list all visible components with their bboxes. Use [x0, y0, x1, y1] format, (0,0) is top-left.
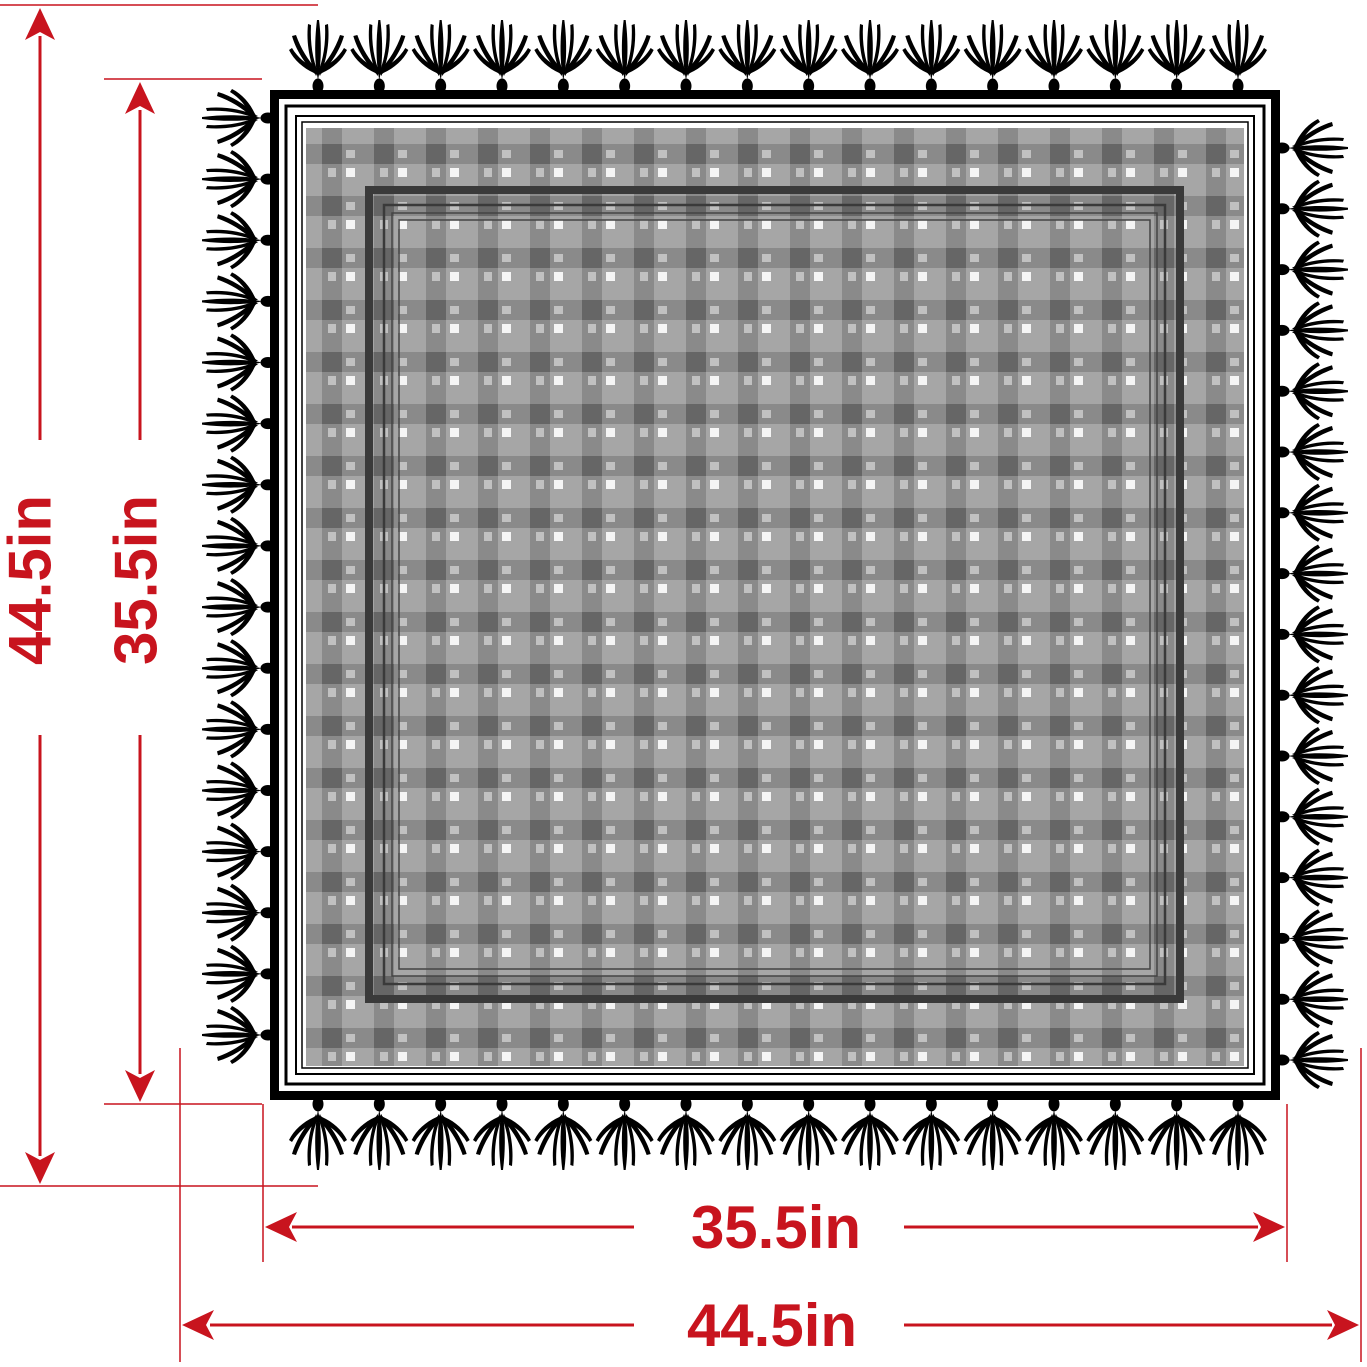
tassel-icon [1274, 544, 1348, 603]
tassel-icon [1274, 423, 1348, 481]
tassel-icon [534, 1096, 593, 1170]
tassel-icon [1274, 179, 1348, 238]
tassel-icon [1274, 787, 1348, 846]
inner-width-label: 35.5in [691, 1194, 861, 1261]
tassel-icon [202, 394, 276, 453]
gingham-check-fabric [306, 128, 1244, 1066]
tassel-icon [902, 20, 961, 94]
tassel-icon [202, 516, 276, 575]
arrowhead-icon [182, 1310, 214, 1340]
arrowhead-icon [25, 1152, 55, 1184]
tassel-icon [534, 20, 593, 94]
tassel-icon [1086, 1096, 1145, 1170]
tassel-icon [1274, 119, 1348, 177]
tassel-icon [202, 150, 276, 209]
tassel-icon [779, 1096, 838, 1170]
tassel-icon [202, 211, 276, 270]
tassel-icon [350, 1096, 409, 1170]
inner-frame [365, 186, 1184, 1003]
tassel-icon [1274, 970, 1348, 1029]
tassel-icon [202, 822, 276, 881]
tassel-icon [779, 20, 838, 94]
tassel-icon [657, 1096, 715, 1170]
tassel-icon [473, 20, 531, 94]
tassel-icon [350, 20, 409, 94]
tassel-icon [1209, 1096, 1267, 1170]
tassel-icon [1086, 20, 1145, 94]
arrowhead-icon [125, 1070, 155, 1102]
tassel-icon [289, 1096, 347, 1170]
tassel-icon [1025, 20, 1083, 94]
tassel-icon [289, 20, 347, 94]
tassel-icon [1209, 20, 1267, 94]
tassel-icon [963, 20, 1022, 94]
tassel-icon [1274, 727, 1348, 785]
tassel-icon [1274, 605, 1348, 664]
tassel-icon [841, 20, 899, 94]
tassel-icon [473, 1096, 531, 1170]
tassel-icon [1274, 301, 1348, 360]
tablecloth [270, 90, 1280, 1100]
tassel-icon [202, 455, 276, 514]
inner-width-dimension [265, 1212, 1285, 1242]
tassel-icon [202, 578, 276, 637]
outer-width-label: 44.5in [687, 1292, 857, 1359]
tassel-icon [1274, 909, 1348, 968]
tassel-icon [718, 1096, 777, 1170]
tassel-icon [1147, 1096, 1206, 1170]
tassel-icon [1147, 20, 1206, 94]
outer-width-dimension [182, 1310, 1359, 1340]
tassel-icon [411, 20, 470, 94]
tassel-icon [1274, 848, 1348, 907]
tassel-icon [657, 20, 715, 94]
arrowhead-icon [265, 1212, 297, 1242]
dimension-lines [0, 4, 1362, 1362]
tassel-icon [1274, 483, 1348, 542]
tassel-icon [1025, 1096, 1083, 1170]
inner-height-label: 35.5in [103, 495, 170, 665]
tassel-icon [411, 1096, 470, 1170]
tassel-icon [202, 639, 276, 698]
tassel-icon [202, 272, 276, 331]
tassel-icon [202, 89, 276, 147]
arrowhead-icon [25, 8, 55, 40]
tassel-icon [963, 1096, 1022, 1170]
tassel-icon [902, 1096, 961, 1170]
tassel-icon [841, 1096, 899, 1170]
tassel-icon [202, 700, 276, 759]
inner-height-dimension [125, 82, 155, 1102]
tassel-icon [202, 333, 276, 392]
tassel-icon [595, 1096, 654, 1170]
tassel-icon [202, 944, 276, 1003]
arrowhead-icon [125, 82, 155, 114]
arrowhead-icon [1253, 1212, 1285, 1242]
outer-height-dimension [25, 8, 55, 1184]
outer-height-label: 44.5in [0, 495, 64, 665]
tassel-icon [1274, 362, 1348, 421]
arrowhead-icon [1327, 1310, 1359, 1340]
tassel-icon [1274, 240, 1348, 299]
tassel-icon [1274, 666, 1348, 725]
tassel-icon [1274, 1031, 1348, 1089]
tassel-icon [202, 883, 276, 942]
tassel-icon [595, 20, 654, 94]
tassel-icon [718, 20, 777, 94]
tassel-icon [202, 761, 276, 820]
tassel-icon [202, 1006, 276, 1064]
